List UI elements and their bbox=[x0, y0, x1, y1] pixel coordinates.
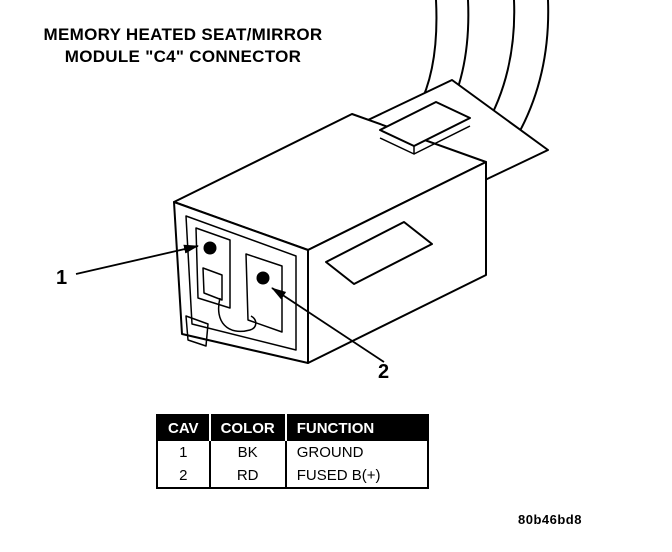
cell-cav: 1 bbox=[156, 441, 211, 464]
table-row: 2 RD FUSED B(+) bbox=[156, 464, 429, 488]
callout-1-arrow bbox=[75, 244, 199, 275]
header-color: COLOR bbox=[208, 415, 286, 441]
cavity-2 bbox=[245, 253, 283, 333]
lock-tab bbox=[379, 101, 471, 155]
callout-2-label: 2 bbox=[378, 361, 389, 383]
header-cav: CAV bbox=[157, 415, 210, 441]
table-row: 1 BK GROUND bbox=[156, 441, 429, 464]
terminal-2-dot bbox=[256, 271, 270, 285]
cell-function: GROUND bbox=[284, 441, 429, 464]
pinout-table: CAV COLOR FUNCTION 1 BK GROUND 2 RD FUSE… bbox=[156, 414, 429, 489]
callout-1-label: 1 bbox=[56, 267, 67, 289]
side-latch-ramp bbox=[325, 221, 433, 285]
callout-2-arrow bbox=[271, 287, 385, 363]
table-header-row: CAV COLOR FUNCTION bbox=[157, 415, 428, 441]
callout-2: 2 bbox=[271, 287, 389, 383]
page-title: MEMORY HEATED SEAT/MIRROR MODULE "C4" CO… bbox=[43, 25, 323, 67]
cavity-1 bbox=[195, 227, 231, 309]
cell-function: FUSED B(+) bbox=[284, 464, 429, 488]
retainer-hook bbox=[185, 297, 257, 347]
cell-cav: 2 bbox=[156, 464, 211, 488]
callout-1: 1 bbox=[56, 244, 199, 289]
cell-color: RD bbox=[208, 464, 287, 488]
header-function: FUNCTION bbox=[284, 415, 428, 441]
cell-color: BK bbox=[208, 441, 287, 464]
terminal-1-dot bbox=[203, 241, 217, 255]
figure-reference-code: 80b46bd8 bbox=[518, 512, 582, 527]
